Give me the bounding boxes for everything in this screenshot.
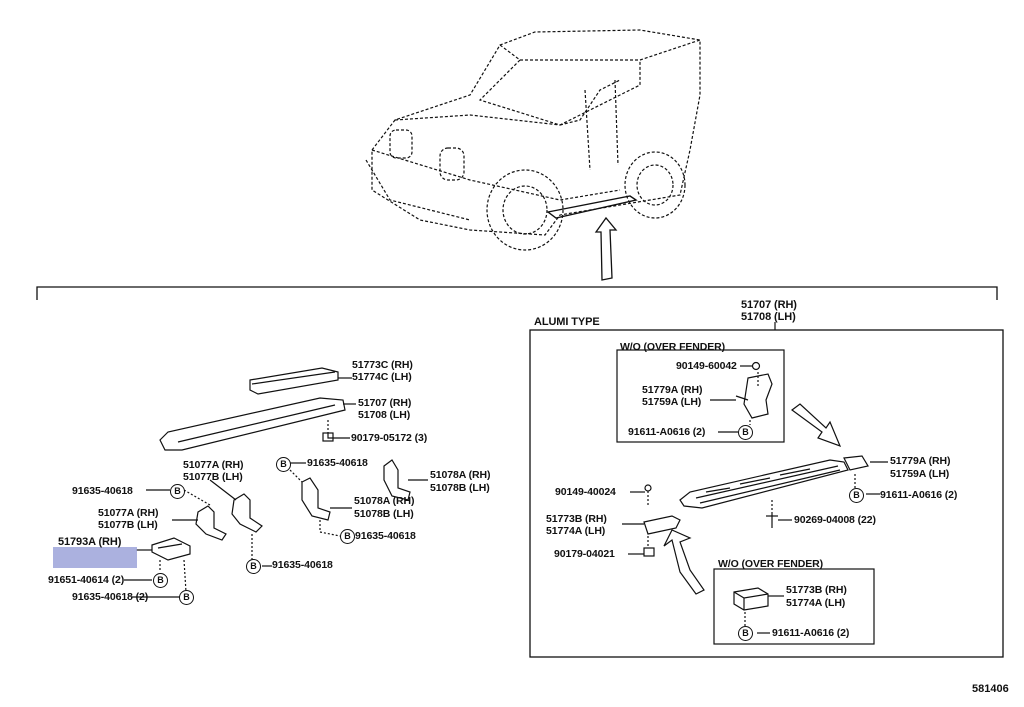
label-51708-lh-top: 51708 (LH) <box>741 311 796 323</box>
label-91611-a0616-top: 91611-A0616 (2) <box>628 426 706 438</box>
label-91635-40618-b: 91635-40618 <box>72 485 133 497</box>
label-51774a-left: 51774A (LH) <box>546 525 606 537</box>
label-51779a-top: 51779A (RH) <box>642 384 703 396</box>
label-91611-a0616-bottom: 91611-A0616 (2) <box>772 627 850 639</box>
label-51077b-left: 51077B (LH) <box>98 519 158 531</box>
diagram-id: 581406 <box>972 683 1009 695</box>
label-91635-40618-d: 91635-40618 <box>272 559 333 571</box>
label-51078b-mid: 51078B (LH) <box>354 508 414 520</box>
bolt-mark-3: B <box>340 529 355 544</box>
label-90149-40024: 90149-40024 <box>555 486 616 498</box>
bolt-mark-9: B <box>738 626 753 641</box>
label-51773b-left: 51773B (RH) <box>546 513 607 525</box>
highlight-51793a <box>53 547 137 568</box>
label-91635-40618-a: 91635-40618 <box>307 457 368 469</box>
bolt-mark-1: B <box>276 457 291 472</box>
bolt-mark-5: B <box>153 573 168 588</box>
bolt-mark-7: B <box>738 425 753 440</box>
label-51078b-right: 51078B (LH) <box>430 482 490 494</box>
side-step-indicator <box>546 195 638 219</box>
label-90179-05172: 90179-05172 (3) <box>351 432 428 444</box>
label-51077b-top: 51077B (LH) <box>183 471 243 483</box>
bolt-mark-6: B <box>179 590 194 605</box>
label-51708-left: 51708 (LH) <box>358 409 411 421</box>
label-51077a-top: 51077A (RH) <box>183 459 244 471</box>
label-51773c: 51773C (RH) <box>352 359 413 371</box>
bolt-mark-8: B <box>849 488 864 503</box>
label-51793a: 51793A (RH) <box>58 536 122 548</box>
label-51078a-mid: 51078A (RH) <box>354 495 415 507</box>
label-51773b-bottom: 51773B (RH) <box>786 584 847 596</box>
label-91635-40618-2: 91635-40618 (2) <box>72 591 149 603</box>
section-wo-over-fender-top: W/O (OVER FENDER) <box>620 341 726 353</box>
section-wo-over-fender-bottom: W/O (OVER FENDER) <box>718 558 824 570</box>
label-90269-04008: 90269-04008 (22) <box>794 514 876 526</box>
label-91611-a0616-right: 91611-A0616 (2) <box>880 489 958 501</box>
label-91635-40618-c: 91635-40618 <box>355 530 416 542</box>
label-51759a-top: 51759A (LH) <box>642 396 702 408</box>
vehicle-illustration <box>365 29 701 251</box>
label-51707-left: 51707 (RH) <box>358 397 412 409</box>
label-90149-60042: 90149-60042 <box>676 360 737 372</box>
label-51759a-right: 51759A (LH) <box>890 468 950 480</box>
label-51779a-right: 51779A (RH) <box>890 455 951 467</box>
bolt-mark-2: B <box>170 484 185 499</box>
label-51078a-right: 51078A (RH) <box>430 469 491 481</box>
section-alumi-type: ALUMI TYPE <box>534 316 600 328</box>
label-91651-40614: 91651-40614 (2) <box>48 574 125 586</box>
label-51774c: 51774C (LH) <box>352 371 412 383</box>
label-51707-rh-top: 51707 (RH) <box>741 299 797 311</box>
arrow-up-icon <box>594 216 618 281</box>
label-51077a-left: 51077A (RH) <box>98 507 159 519</box>
label-51774a-bottom: 51774A (LH) <box>786 597 846 609</box>
label-90179-04021: 90179-04021 <box>554 548 615 560</box>
bolt-mark-4: B <box>246 559 261 574</box>
